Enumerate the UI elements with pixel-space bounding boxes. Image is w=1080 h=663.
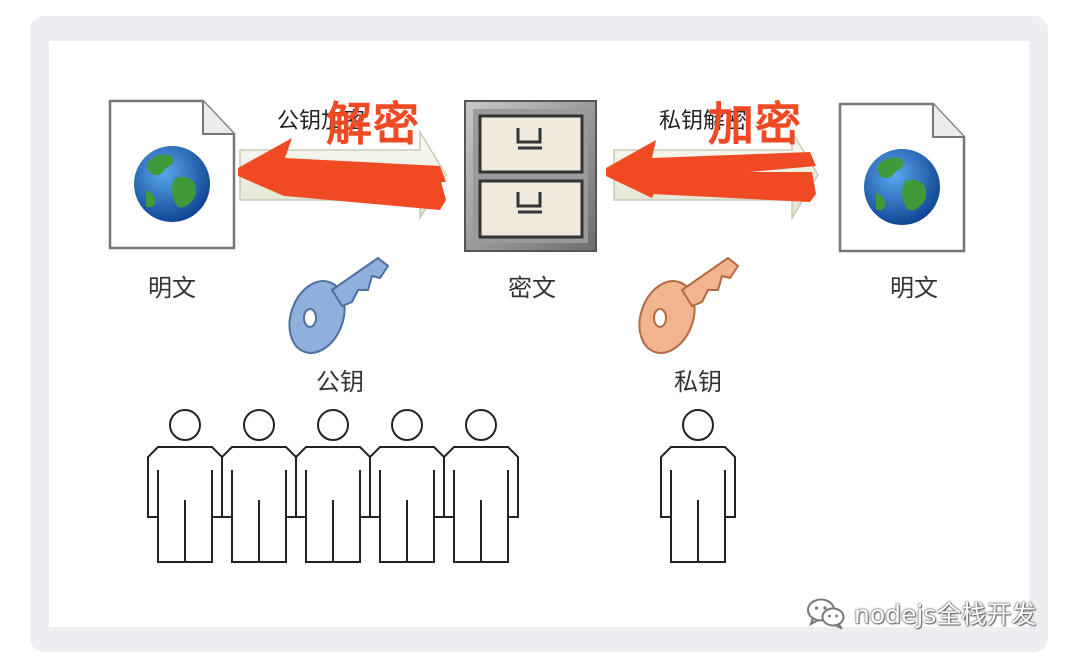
person-icon — [369, 409, 445, 563]
plaintext-right-label: 明文 — [890, 274, 938, 302]
person-icon — [295, 409, 371, 563]
ciphertext-cabinet-icon — [464, 100, 597, 252]
red-arrow-right — [606, 140, 816, 202]
private-key-label: 私钥 — [674, 368, 722, 396]
decrypt-overlay-label: 解密 — [326, 97, 420, 151]
red-arrow-left — [238, 138, 446, 210]
person-icon — [221, 409, 297, 563]
globe-icon — [864, 149, 940, 225]
encrypt-overlay-label: 加密 — [708, 97, 802, 151]
watermark-text: nodejs全栈开发 — [854, 600, 1037, 629]
wechat-icon — [807, 598, 845, 629]
public-users-group — [147, 409, 519, 563]
plaintext-document-right — [838, 102, 966, 253]
person-icon — [660, 409, 736, 563]
ciphertext-label: 密文 — [508, 274, 556, 302]
public-key-label: 公钥 — [316, 368, 364, 396]
plaintext-document-left — [108, 99, 236, 250]
person-icon — [443, 409, 519, 563]
person-icon — [147, 409, 223, 563]
private-key-icon — [638, 256, 740, 354]
plaintext-left-label: 明文 — [148, 274, 196, 302]
watermark: nodejs全栈开发 — [806, 596, 1036, 630]
public-key-icon — [288, 256, 390, 354]
arrow-left-small-label: 公钥加密 — [277, 109, 366, 134]
private-user — [660, 409, 736, 563]
arrow-right-small-label: 私钥解密 — [659, 109, 748, 134]
globe-icon — [134, 146, 210, 222]
